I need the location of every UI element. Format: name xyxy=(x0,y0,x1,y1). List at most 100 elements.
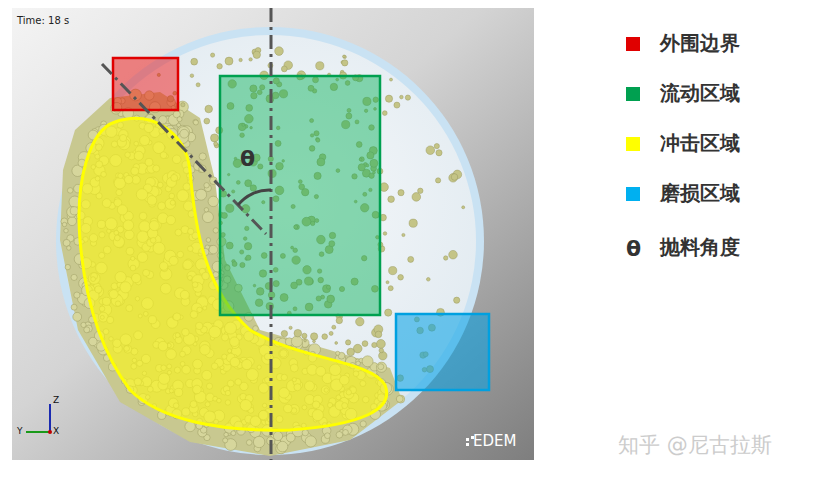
vertical-axis xyxy=(270,8,273,460)
legend-text: 冲击区域 xyxy=(660,132,740,155)
particle xyxy=(71,274,77,280)
particle xyxy=(394,102,400,108)
particle xyxy=(205,105,213,113)
particle xyxy=(382,111,387,116)
particle xyxy=(305,436,316,447)
particle xyxy=(336,351,340,355)
particle xyxy=(390,78,393,81)
particle xyxy=(434,144,439,149)
particle xyxy=(204,183,209,188)
particle xyxy=(196,189,207,200)
particle xyxy=(427,278,431,282)
particle xyxy=(335,342,338,345)
particle xyxy=(275,47,284,56)
particle xyxy=(408,256,414,262)
particle xyxy=(362,356,373,367)
edem-logo-mark xyxy=(466,436,474,446)
particle xyxy=(213,228,218,233)
particle xyxy=(385,309,392,316)
particle xyxy=(204,208,208,212)
particle xyxy=(356,318,364,326)
particle xyxy=(379,352,387,360)
particle xyxy=(239,58,242,61)
particle xyxy=(204,118,210,124)
particle xyxy=(225,57,233,65)
particle xyxy=(249,58,252,61)
watermark: 知乎 @尼古拉斯 xyxy=(618,433,772,457)
particle xyxy=(377,340,386,349)
legend-text: 外围边界 xyxy=(660,32,740,55)
particle xyxy=(449,250,458,259)
particle xyxy=(211,134,219,142)
particle xyxy=(398,190,404,196)
particle xyxy=(397,395,405,403)
particle xyxy=(389,267,397,275)
angle-arc xyxy=(238,190,271,205)
particle xyxy=(181,103,185,107)
particle xyxy=(70,207,78,215)
particle xyxy=(388,196,395,203)
particle xyxy=(177,117,182,122)
particle xyxy=(362,341,368,347)
particle xyxy=(336,432,343,439)
particle xyxy=(388,286,393,291)
particle xyxy=(329,331,333,335)
particle xyxy=(253,51,260,58)
particle xyxy=(196,83,200,87)
particle xyxy=(356,361,361,366)
axis-label: Y xyxy=(17,426,23,436)
particle xyxy=(449,174,458,183)
angle-symbol: θ xyxy=(240,146,255,171)
particle xyxy=(302,333,307,338)
particle xyxy=(217,64,222,69)
particle xyxy=(246,440,252,446)
particle xyxy=(343,430,349,436)
particle xyxy=(63,239,70,246)
particle xyxy=(313,340,316,343)
particle xyxy=(451,174,458,181)
particle xyxy=(202,212,213,223)
particle xyxy=(325,433,331,439)
throw-line xyxy=(102,64,266,234)
particle xyxy=(396,396,403,403)
particle xyxy=(383,232,387,236)
particle xyxy=(199,153,206,160)
legend-text: 磨损区域 xyxy=(660,182,740,205)
particle xyxy=(412,193,421,202)
particle xyxy=(286,433,295,442)
particle xyxy=(402,233,405,236)
particle xyxy=(436,150,442,156)
particle xyxy=(214,142,218,146)
particle xyxy=(71,304,77,310)
particle xyxy=(398,275,404,281)
particle xyxy=(191,58,198,65)
particle xyxy=(193,120,198,125)
particle xyxy=(64,229,68,233)
particle xyxy=(81,322,86,327)
time-stamp: Time: 18 s xyxy=(17,15,69,27)
particle xyxy=(206,238,211,243)
axis-triad xyxy=(26,404,52,434)
particle xyxy=(65,264,70,269)
particle xyxy=(304,339,307,342)
particle xyxy=(68,217,77,226)
legend-text: 流动区域 xyxy=(660,82,740,105)
particle xyxy=(342,60,348,66)
particle xyxy=(346,340,351,345)
particle xyxy=(405,95,410,100)
particle xyxy=(378,364,384,370)
flow-zone xyxy=(220,76,380,315)
particle xyxy=(360,421,366,427)
particle xyxy=(375,331,382,338)
particle xyxy=(224,432,228,436)
particle xyxy=(67,188,73,194)
particle xyxy=(444,256,448,260)
particle xyxy=(193,119,198,124)
particle xyxy=(67,246,71,250)
particle xyxy=(253,436,264,447)
particle xyxy=(322,334,328,340)
legend-symbol: θ xyxy=(626,236,641,261)
particle xyxy=(273,431,282,440)
particle xyxy=(74,292,80,298)
particle xyxy=(211,53,215,57)
